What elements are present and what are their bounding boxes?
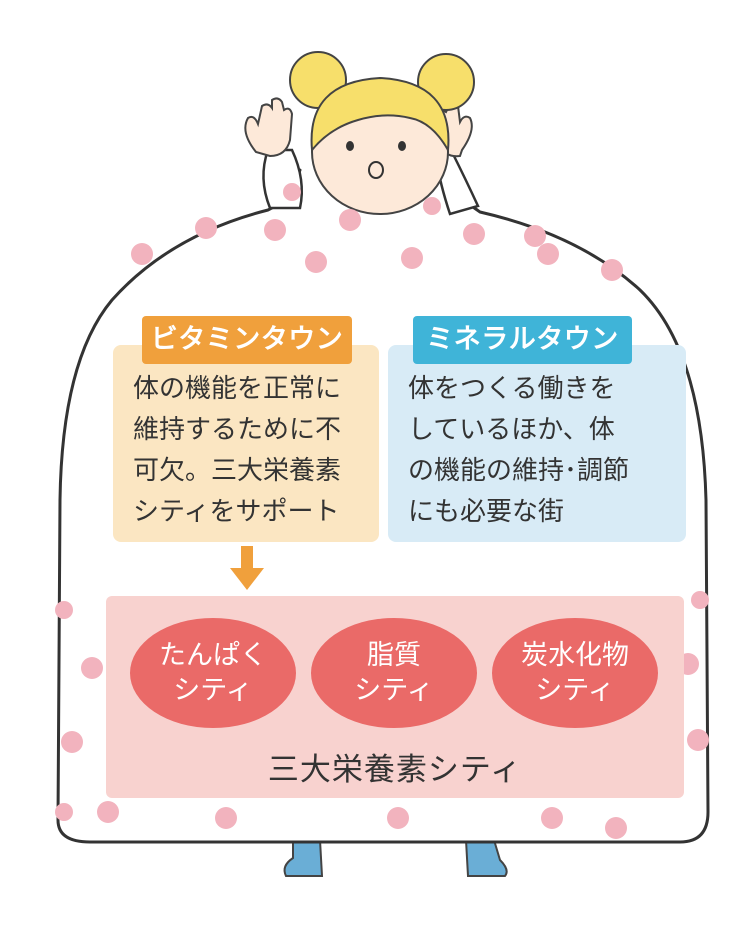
polka-dots (55, 183, 709, 839)
city-suffix: シティ (173, 675, 253, 706)
city-name: 炭水化物 (521, 640, 629, 671)
city-name: たんぱく (159, 640, 267, 671)
vitamin-town-description-line: 可欠。三大栄養素 (133, 456, 342, 486)
vitamin-town-description-line: シティをサポート (133, 497, 340, 527)
protein-city-oval: たんぱく シティ (130, 618, 296, 728)
mineral-town-description-line: の機能の維持･調節 (408, 456, 630, 486)
macronutrient-city-area: たんぱく シティ 脂質 シティ 炭水化物 シティ 三大栄養素シティ (106, 596, 684, 798)
right-eye (398, 141, 406, 151)
fat-city-oval: 脂質 シティ (311, 618, 477, 728)
vitamin-town-title: ビタミンタウン (142, 316, 352, 364)
city-suffix: シティ (354, 675, 434, 706)
down-arrow-icon (230, 546, 264, 590)
macronutrient-city-label: 三大栄養素シティ (267, 752, 523, 788)
left-boot-icon (283, 839, 324, 877)
mineral-town-description-line: にも必要な街 (408, 497, 565, 527)
mineral-town-description-line: しているほか、体 (408, 415, 615, 445)
left-hand-icon (244, 97, 294, 158)
city-name: 脂質 (367, 640, 421, 671)
left-eye (346, 141, 354, 151)
vitamin-town-box: 体の機能を正常に 維持するために不 可欠。三大栄養素 シティをサポート (113, 345, 379, 542)
mineral-town-title: ミネラルタウン (413, 316, 632, 364)
hair (310, 76, 450, 154)
mineral-town-description-line: 体をつくる働きを (408, 374, 616, 404)
carbohydrate-city-oval: 炭水化物 シティ (492, 618, 658, 728)
right-boot-icon (464, 839, 508, 877)
mouth (368, 161, 384, 179)
vitamin-town-description-line: 体の機能を正常に (133, 374, 342, 404)
mineral-town-box: 体をつくる働きを しているほか、体 の機能の維持･調節 にも必要な街 (388, 345, 686, 542)
vitamin-town-description-line: 維持するために不 (133, 415, 342, 445)
city-suffix: シティ (535, 675, 615, 706)
